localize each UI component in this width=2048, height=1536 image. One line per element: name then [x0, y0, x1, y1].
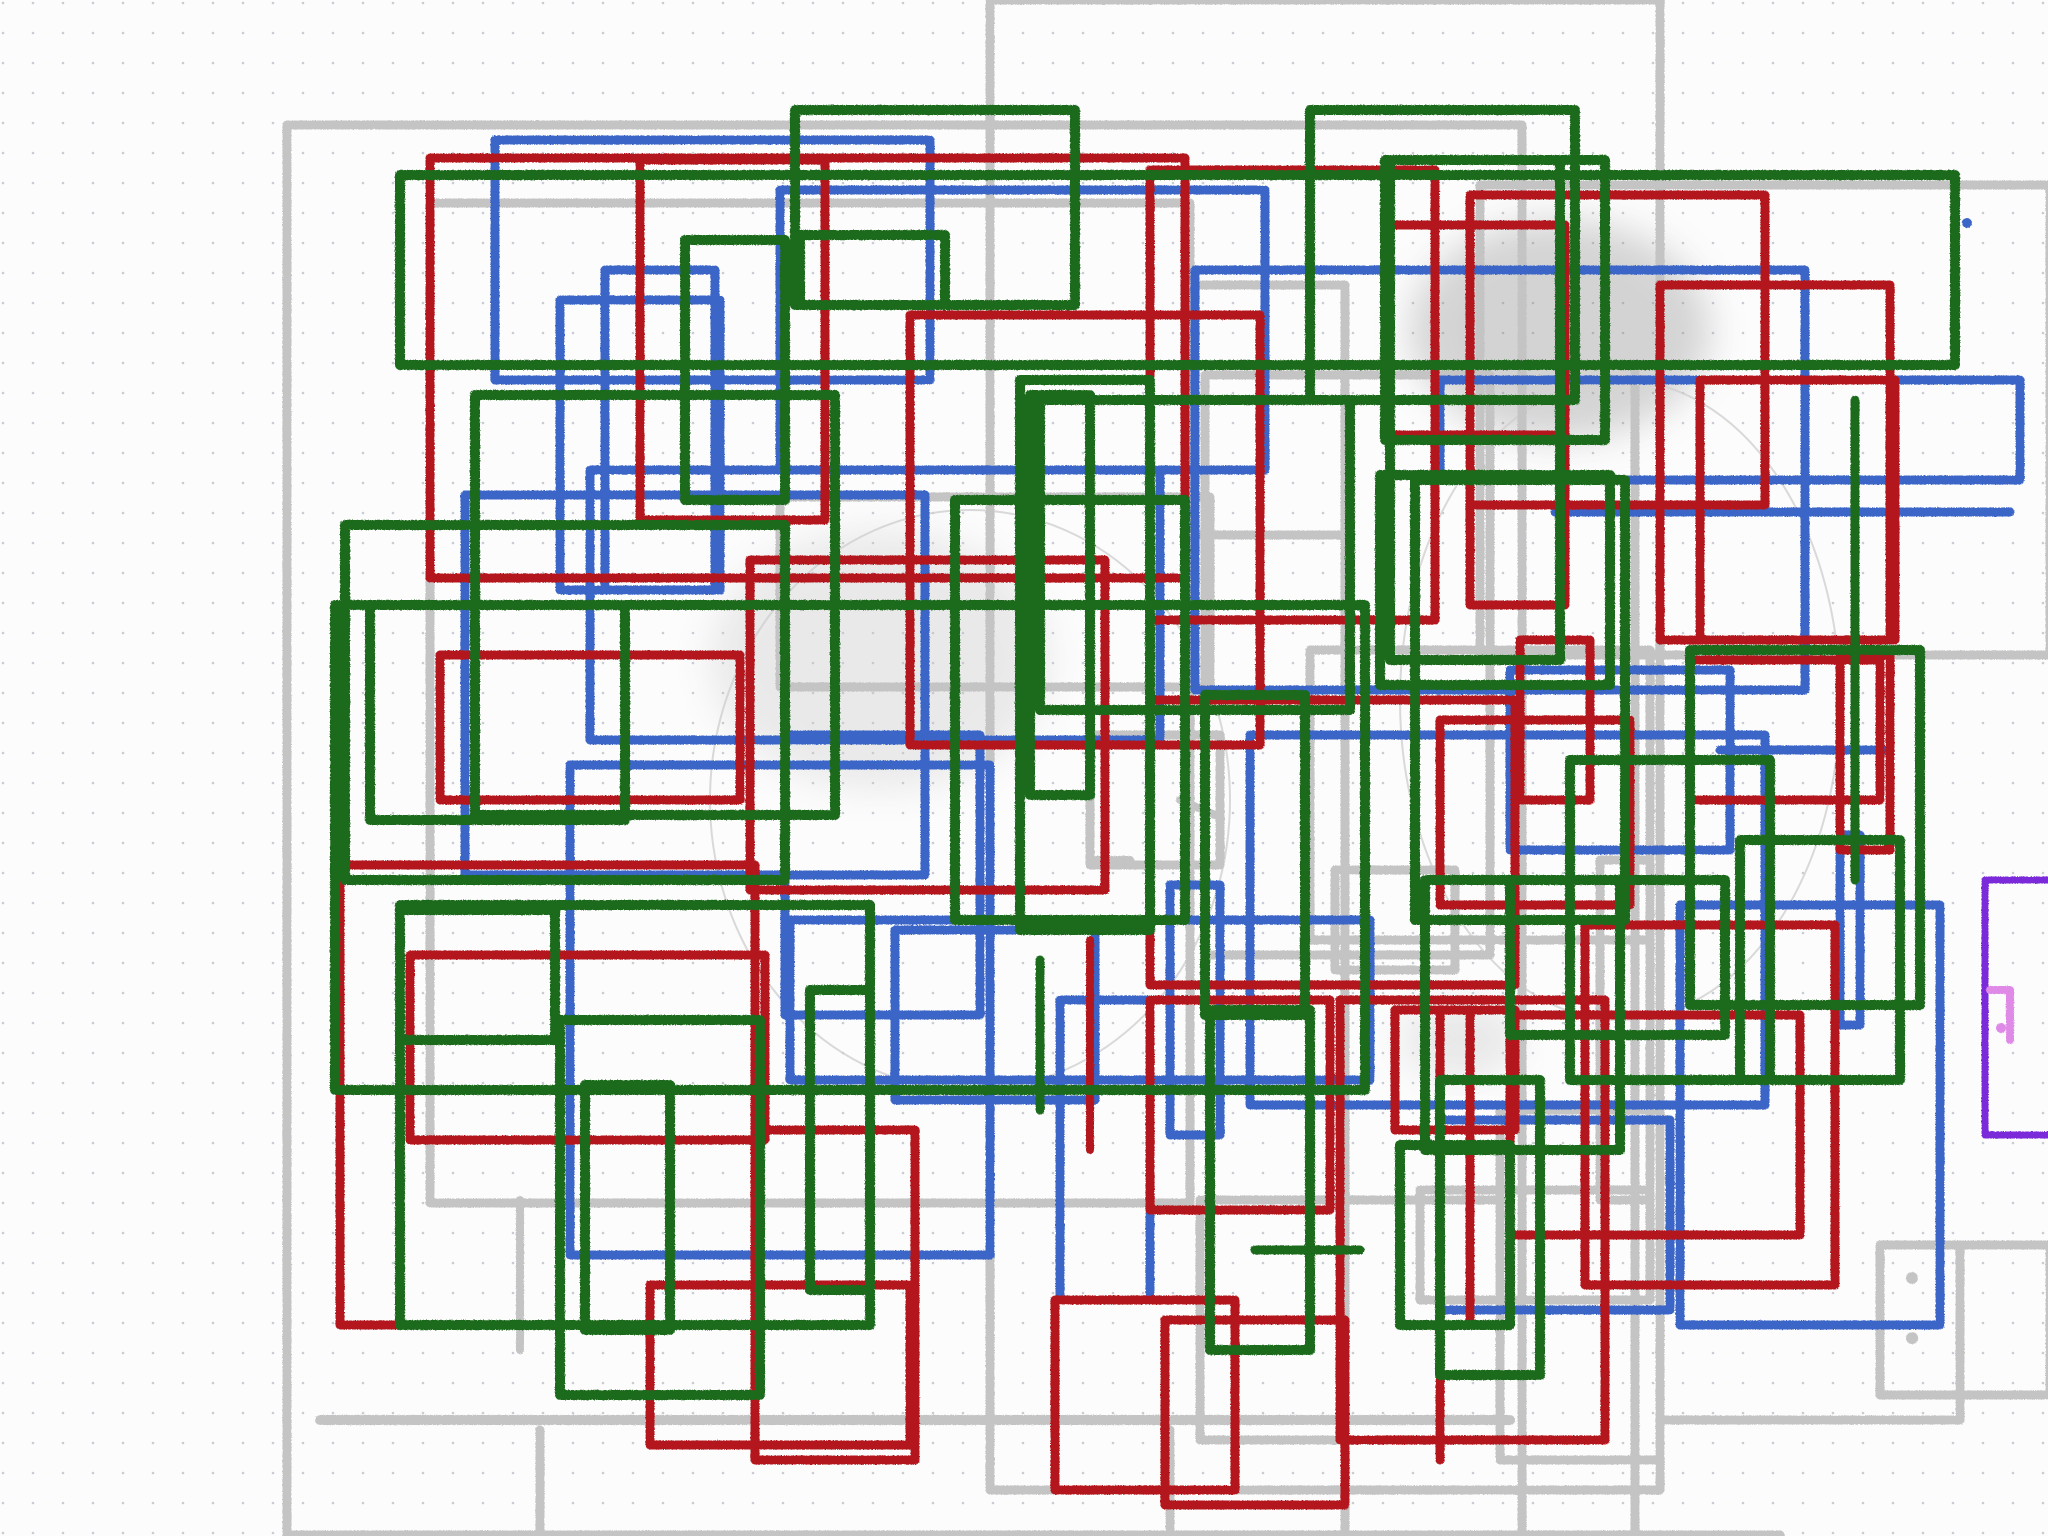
green-rectangle [1410, 475, 1630, 925]
red-rectangle [645, 1280, 915, 1450]
gray-dot [1906, 1332, 1918, 1344]
green-rectangle [680, 235, 790, 505]
green-rectangle [330, 600, 1370, 1095]
green-rectangle [1735, 835, 1905, 1085]
gray-line [1655, 1245, 1965, 1425]
green-rectangle-strokes [330, 105, 1960, 1400]
red-rectangle [1505, 1010, 1805, 1240]
purple-rectangle-strokes [1981, 876, 2048, 1139]
purple-dot [1996, 1023, 2006, 1033]
red-rectangle [1335, 995, 1610, 1445]
blue-rectangle [600, 265, 720, 595]
green-rectangle [795, 230, 950, 310]
green-rectangle [555, 1015, 765, 1400]
purple-rectangle [1981, 876, 2048, 1139]
red-rectangle [1695, 375, 1900, 645]
red-rectangle [1145, 995, 1335, 1215]
red-rectangle [1160, 1315, 1350, 1510]
green-rectangle [1435, 1075, 1545, 1380]
green-rectangle [1565, 755, 1775, 1085]
red-rectangle [435, 650, 745, 805]
gray-rectangle [1875, 1240, 2048, 1400]
gray-line [1086, 811, 1134, 864]
red-rectangle [745, 555, 1110, 895]
green-rectangle [1385, 155, 1565, 665]
gray-rectangle [282, 120, 1527, 1536]
blue-rectangle [1675, 900, 1945, 1330]
green-rectangle [395, 170, 1960, 370]
red-rectangle [1390, 1005, 1520, 1135]
green-rectangle [805, 985, 875, 1295]
green-rectangle [340, 520, 790, 885]
green-rectangle [1035, 395, 1355, 715]
green-rectangle [1685, 645, 1925, 1010]
blue-rectangle [890, 925, 1100, 1105]
purple-line [1986, 986, 2014, 1044]
green-rectangle [1205, 1005, 1315, 1355]
green-rectangle [1395, 1140, 1515, 1330]
green-rectangle [1505, 875, 1730, 1040]
blue-dot [1962, 218, 1972, 228]
red-rectangle [1050, 1295, 1240, 1495]
green-rectangle [1015, 375, 1155, 935]
gray-dot [1906, 1272, 1918, 1284]
green-rectangle [1305, 105, 1580, 405]
